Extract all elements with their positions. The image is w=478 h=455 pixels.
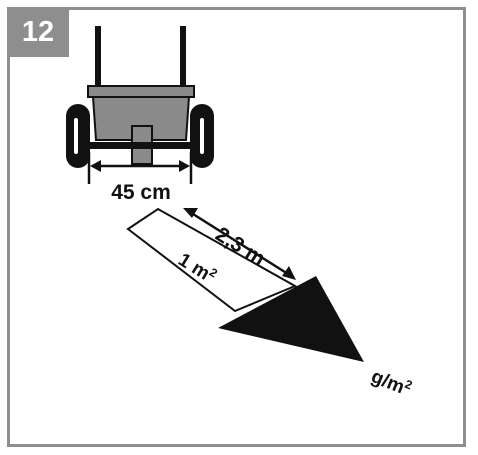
measured-area-strip [126,207,298,313]
spreader-handle [95,26,186,92]
left-wheel [66,104,90,168]
width-dimension [87,152,193,184]
rate-label: g/m2 [368,364,414,401]
spread-triangle [218,276,364,362]
step-number-badge: 12 [7,7,69,57]
distance-arrow [183,208,296,280]
spreader-hopper [87,85,195,165]
width-label: 45 cm [111,181,171,204]
right-wheel [190,104,214,168]
spreader-axle [86,142,196,149]
figure-frame [7,7,466,447]
